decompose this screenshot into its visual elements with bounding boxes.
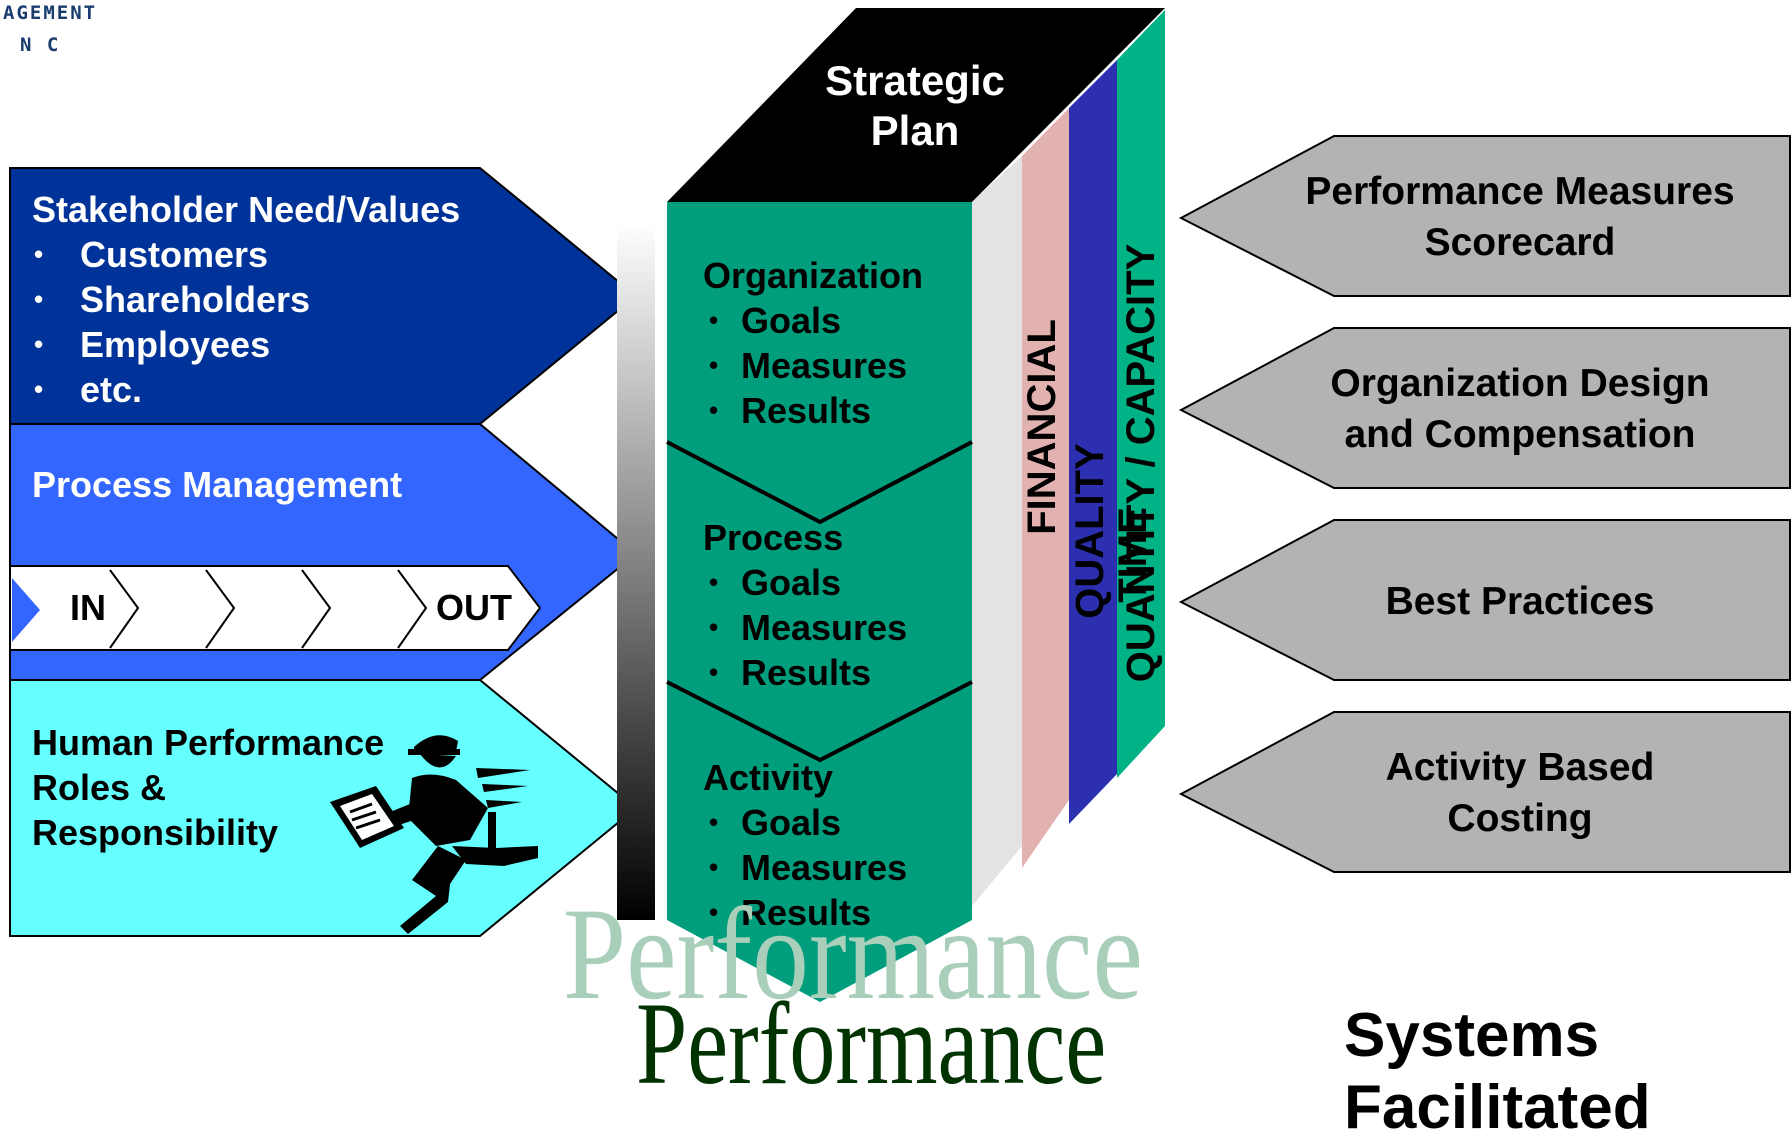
section-organization: Organization Goals Measures Results [703, 254, 923, 433]
in-out-chevrons [109, 569, 428, 649]
list-item: Measures [703, 343, 923, 388]
list-item: Goals [703, 800, 907, 845]
stripe-time [1069, 60, 1117, 824]
label-line: Best Practices [1385, 580, 1655, 623]
logo-line-1: AGEMENT [3, 2, 98, 24]
list-item: Employees [32, 322, 460, 367]
label-line: Costing [1447, 797, 1593, 840]
list-item: Customers [32, 232, 460, 277]
stripe-capacity [1117, 10, 1165, 778]
list-item: etc. [32, 367, 460, 412]
abc-label: Activity Based Costing [1260, 742, 1780, 844]
strategic-plan-top [667, 8, 1165, 202]
performance-text: Performance [636, 978, 1107, 1109]
section-list: Goals Measures Results [703, 560, 907, 695]
section-title: Activity [703, 757, 834, 798]
section-title: Organization [703, 255, 924, 296]
pointer-best-practices [1178, 519, 1791, 681]
list-item: Results [703, 388, 923, 433]
human-title-line: Roles & [32, 767, 167, 808]
section-title: Process [703, 517, 844, 558]
list-item: Measures [703, 605, 907, 650]
section-process: Process Goals Measures Results [703, 516, 907, 695]
stripe-quality [1022, 108, 1069, 868]
in-out-arrow-band [9, 565, 542, 651]
strategic-plan-line: Plan [870, 107, 960, 154]
best-practices-label: Best Practices [1260, 576, 1780, 627]
systems-facilitated-text: Systems Facilitated [1344, 1000, 1651, 1144]
stakeholder-title: Stakeholder Need/Values [32, 189, 461, 230]
section-list: Goals Measures Results [703, 800, 907, 935]
systems-line: Systems [1344, 1001, 1600, 1070]
human-title-line: Responsibility [32, 812, 279, 853]
list-item: Shareholders [32, 277, 460, 322]
label-line: Organization Design [1330, 362, 1710, 405]
list-item: Goals [703, 560, 907, 605]
human-panel [9, 679, 638, 937]
performance-shadow-text: Performance [563, 880, 1143, 1027]
section-activity: Activity Goals Measures Results [703, 756, 907, 935]
strategic-plan-line: Strategic [825, 57, 1005, 104]
scorecard-label: Performance Measures Scorecard [1260, 166, 1780, 268]
process-title: Process Management [32, 464, 403, 505]
pointer-abc [1178, 711, 1791, 873]
in-marker-arrow [12, 578, 40, 642]
label-line: Scorecard [1424, 221, 1616, 264]
list-item: Results [703, 890, 907, 935]
human-performance-text: Human Performance Roles & Responsibility [32, 720, 384, 855]
systems-line: Facilitated [1344, 1073, 1651, 1142]
org-design-label: Organization Design and Compensation [1260, 358, 1780, 460]
label-line: Activity Based [1385, 746, 1655, 789]
section-dividers [666, 440, 973, 763]
list-item: Goals [703, 298, 923, 343]
stripe-financial [972, 156, 1022, 906]
section-list: Goals Measures Results [703, 298, 923, 433]
human-title-line: Human Performance [32, 722, 385, 763]
strategic-plan-label: Strategic Plan [815, 56, 1015, 156]
label-line: and Compensation [1344, 413, 1696, 456]
logo-line-2: N C [20, 34, 61, 56]
in-label: IN [70, 587, 106, 628]
pointer-org-design [1178, 327, 1791, 489]
gradient-bar [617, 222, 655, 920]
out-label: OUT [436, 587, 512, 628]
list-item: Measures [703, 845, 907, 890]
stakeholder-list: Customers Shareholders Employees etc. [32, 232, 460, 412]
running-courier-icon [330, 735, 538, 934]
label-line: Performance Measures [1305, 170, 1735, 213]
pointer-scorecard [1178, 135, 1791, 297]
right-pointers [1178, 135, 1791, 873]
list-item: Results [703, 650, 907, 695]
stakeholder-panel-text: Stakeholder Need/Values Customers Shareh… [32, 187, 460, 412]
